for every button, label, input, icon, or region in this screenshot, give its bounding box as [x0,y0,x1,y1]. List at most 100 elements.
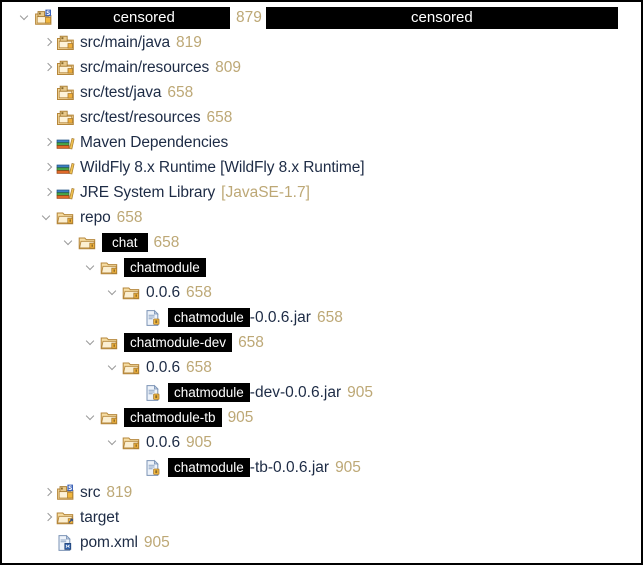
censored-label-secondary: censored [265,6,618,29]
tree-item-annotation-number: 658 [167,83,194,101]
jar-file-icon [144,384,163,402]
tree-item-annotation-number: 879 [236,8,262,26]
chevron-down-icon[interactable] [42,205,56,230]
source-folder-icon [56,109,75,127]
tree-item-annotation-number: 905 [185,433,212,451]
library-icon [56,159,75,177]
java-project-icon: S [34,9,53,27]
source-folder-icon [56,59,75,77]
svg-text:S: S [46,10,50,16]
chevron-down-icon[interactable] [86,255,100,280]
folder-icon [100,409,119,427]
censored-label: chat [102,233,148,252]
source-folder-icon [56,34,75,52]
folder-icon [122,284,141,302]
tree-item-label: target [80,508,120,526]
tree-row[interactable]: chatmodule-dev-0.0.6.jar 905 [2,380,641,405]
censored-label: chatmodule [168,383,250,402]
folder-icon [78,234,97,252]
twisty-spacer [42,80,56,105]
tree-item-label: pom.xml [80,533,138,551]
jar-file-name: -0.0.6.jar [249,308,311,326]
tree-row[interactable]: src/main/resources 809 [2,55,641,80]
tree-row[interactable]: target [2,505,641,530]
censored-label: chatmodule [168,308,250,327]
chevron-down-icon[interactable] [64,230,78,255]
tree-item-label: repo [80,208,111,226]
tree-row[interactable]: src/test/resources 658 [2,105,641,130]
tree-row[interactable]: chatmodule-0.0.6.jar 658 [2,305,641,330]
tree-item-label: src/test/java [80,83,162,101]
chevron-down-icon[interactable] [108,355,122,380]
chevron-down-icon[interactable] [108,430,122,455]
tree-item-annotation-number: 658 [206,108,233,126]
tree-item-label: src/main/java [80,33,171,51]
tree-item-annotation-number: 658 [316,308,343,326]
tree-item-annotation-number: 905 [347,383,373,401]
jar-file-name: -tb-0.0.6.jar [249,458,330,476]
tree-item-label: 0.0.6 [146,433,180,451]
tree-row[interactable]: repo 658 [2,205,641,230]
jar-file-icon [144,309,163,327]
tree-item-annotation-number: 658 [238,333,264,351]
java-project-icon: S [56,484,75,502]
tree-row[interactable]: src/main/java 819 [2,30,641,55]
tree-item-label: src/test/resources [80,108,201,126]
tree-item-label: JRE System Library [80,183,216,201]
tree-item-annotation-number: 819 [176,33,202,51]
xml-file-icon [56,534,75,552]
tree-item-annotation-number: 658 [153,233,180,251]
folder-icon [100,259,119,277]
twisty-spacer [130,455,144,480]
jar-file-icon [144,459,163,477]
censored-label: censored [58,6,230,29]
tree-item-annotation-number: 658 [185,358,212,376]
chevron-right-icon[interactable] [42,55,56,80]
svg-text:S: S [68,485,72,491]
censored-label: chatmodule [168,458,250,477]
twisty-spacer [130,305,144,330]
tree-row[interactable]: Maven Dependencies [2,130,641,155]
tree-row[interactable]: 0.0.6 905 [2,430,641,455]
library-icon [56,134,75,152]
chevron-down-icon[interactable] [86,405,100,430]
chevron-right-icon[interactable] [42,505,56,530]
chevron-right-icon[interactable] [42,130,56,155]
folder-icon [100,334,119,352]
jar-file-name: -dev-0.0.6.jar [249,383,342,401]
tree-row[interactable]: chatmodule [2,255,641,280]
tree-row[interactable]: src/test/java 658 [2,80,641,105]
chevron-right-icon[interactable] [42,155,56,180]
twisty-spacer [130,380,144,405]
tree-row[interactable]: chat 658 [2,230,641,255]
tree-item-annotation-number: 658 [116,208,143,226]
twisty-spacer [42,530,56,555]
chevron-down-icon[interactable] [108,280,122,305]
censored-label: chatmodule [124,258,206,277]
tree-row[interactable]: WildFly 8.x Runtime [WildFly 8.x Runtime… [2,155,641,180]
folder-icon [122,359,141,377]
chevron-right-icon[interactable] [42,480,56,505]
tree-row[interactable]: JRE System Library[JavaSE-1.7] [2,180,641,205]
chevron-right-icon[interactable] [42,180,56,205]
source-folder-icon [56,84,75,102]
chevron-right-icon[interactable] [42,30,56,55]
chevron-down-icon[interactable] [20,5,34,30]
folder-link-icon [56,509,75,527]
tree-item-label: src [80,483,101,501]
folder-icon [122,434,141,452]
tree-item-annotation-number: 809 [215,58,242,76]
library-icon [56,184,75,202]
tree-item-label: src/main/resources [80,58,210,76]
tree-item-label: Maven Dependencies [80,133,229,151]
chevron-down-icon[interactable] [86,330,100,355]
